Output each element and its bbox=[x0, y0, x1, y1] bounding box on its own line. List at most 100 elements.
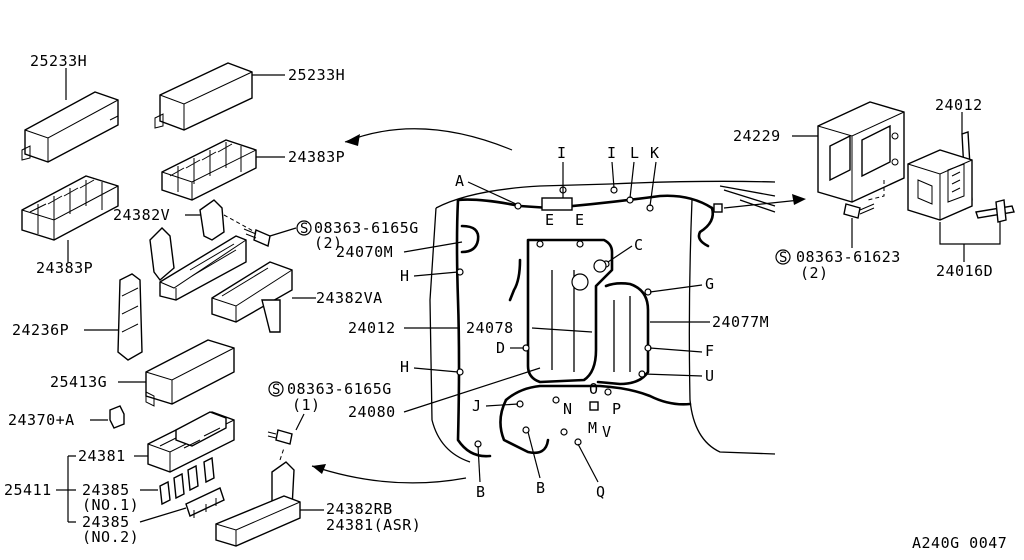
relay-block-left[interactable] bbox=[21, 175, 119, 241]
fuse-block-24381[interactable] bbox=[147, 411, 235, 473]
relay-25413g[interactable] bbox=[145, 339, 235, 407]
connector-n[interactable] bbox=[552, 396, 560, 404]
connector-label-u: U bbox=[705, 367, 715, 385]
screw-symbol-icon bbox=[775, 249, 791, 265]
part-label-25233h-right: 25233H bbox=[288, 66, 345, 84]
part-label-25413g: 25413G bbox=[50, 373, 107, 391]
part-label-24382v: 24382V bbox=[113, 206, 170, 224]
bolt-24016d[interactable] bbox=[975, 199, 1015, 223]
part-label-24381: 24381 bbox=[78, 447, 126, 465]
connector-m[interactable] bbox=[560, 428, 568, 436]
screw-qty-right: (2) bbox=[800, 264, 829, 282]
fuse-box-cover-right[interactable] bbox=[154, 62, 253, 131]
screw-symbol-icon bbox=[296, 220, 312, 236]
arrow-top bbox=[344, 128, 513, 151]
bracket-24229[interactable] bbox=[817, 101, 905, 203]
part-label-24385-no2: 24385 bbox=[82, 513, 130, 531]
fuse-bracket-24382rb[interactable] bbox=[215, 461, 301, 547]
screw-part-number-top: 08363-6165G bbox=[314, 219, 419, 237]
connector-o[interactable] bbox=[589, 401, 599, 411]
harness-small-branch bbox=[508, 258, 522, 302]
connector-label-p: P bbox=[612, 400, 622, 418]
part-label-24236p: 24236P bbox=[12, 321, 69, 339]
connector-label-b: B bbox=[476, 483, 486, 501]
part-label-24077m: 24077M bbox=[712, 313, 769, 331]
harness-24012-top bbox=[456, 194, 714, 210]
connector-label-j: J bbox=[472, 397, 482, 415]
arrow-head-bottom-icon bbox=[312, 464, 326, 474]
connector-label-e1: E bbox=[545, 211, 555, 229]
harness-24080 bbox=[504, 384, 692, 406]
screw-part-number-right: 08363-61623 bbox=[796, 248, 901, 266]
screw-08363-6165g-mid[interactable] bbox=[267, 429, 293, 445]
diagram-footer-code: A240G 0047 bbox=[912, 534, 1007, 552]
dash-outline-top bbox=[435, 180, 776, 209]
connector-label-n: N bbox=[563, 400, 573, 418]
part-label-24229: 24229 bbox=[733, 127, 781, 145]
connector-b2[interactable] bbox=[522, 426, 530, 434]
harness-24070m bbox=[460, 224, 480, 254]
connector-a[interactable] bbox=[514, 202, 522, 210]
control-module-24016d[interactable] bbox=[907, 149, 973, 221]
connector-label-g: G bbox=[705, 275, 715, 293]
part-label-24012-main: 24012 bbox=[348, 319, 396, 337]
connector-label-v: V bbox=[602, 423, 612, 441]
relay-bracket-24236p[interactable] bbox=[117, 273, 143, 361]
part-label-24016d: 24016D bbox=[936, 262, 993, 280]
connector-e1[interactable] bbox=[536, 240, 544, 248]
dash-outline-right bbox=[688, 199, 776, 455]
fuse-24370a[interactable] bbox=[109, 405, 125, 429]
screw-08363-6165g-top[interactable] bbox=[243, 228, 271, 247]
arrow-head-top-icon bbox=[345, 134, 360, 146]
part-label-25411: 25411 bbox=[4, 481, 52, 499]
harness-24077m bbox=[596, 282, 650, 386]
connector-label-h1: H bbox=[400, 267, 410, 285]
part-label-24080: 24080 bbox=[348, 403, 396, 421]
panel-round-connector bbox=[593, 259, 607, 273]
part-label-24383p-left: 24383P bbox=[36, 259, 93, 277]
screw-symbol-text: S bbox=[272, 382, 280, 398]
connector-label-a: A bbox=[455, 172, 465, 190]
fuse-box-bracket-24382va[interactable] bbox=[211, 261, 293, 333]
relay-block-right[interactable] bbox=[161, 139, 257, 201]
arrow-right bbox=[723, 199, 801, 209]
screw-symbol-icon bbox=[268, 381, 284, 397]
relay-24385-no2[interactable] bbox=[185, 487, 225, 518]
screw-08363-61623[interactable] bbox=[843, 203, 875, 219]
connector-label-k: K bbox=[650, 144, 660, 162]
screw-qty-mid: (1) bbox=[292, 396, 321, 414]
fuse-box-cover-left[interactable] bbox=[21, 91, 119, 163]
part-label-24383p-right: 24383P bbox=[288, 148, 345, 166]
part-note-24385-no2: (NO.2) bbox=[82, 528, 139, 546]
connector-label-o: O bbox=[589, 380, 599, 398]
harness-24078 bbox=[526, 238, 614, 384]
dash-leader-24229 bbox=[867, 180, 885, 201]
connector-label-f: F bbox=[705, 342, 715, 360]
harness-right-branch bbox=[697, 206, 715, 248]
connector-label-c: C bbox=[634, 236, 644, 254]
relay-24385-no1[interactable] bbox=[159, 456, 215, 506]
part-label-24370a: 24370+A bbox=[8, 411, 75, 429]
part-label-24385-no1: 24385 bbox=[82, 481, 130, 499]
connector-label-d: D bbox=[496, 339, 506, 357]
screw-symbol-text: S bbox=[779, 250, 787, 266]
screw-symbol-text: S bbox=[300, 221, 308, 237]
part-label-24078: 24078 bbox=[466, 319, 514, 337]
part-label-24382rb: 24382RB bbox=[326, 500, 393, 518]
connector-label-b2: B bbox=[536, 479, 546, 497]
fuse-box-bracket-24382v[interactable] bbox=[149, 199, 247, 301]
screw-qty-top: (2) bbox=[314, 234, 343, 252]
connector-p[interactable] bbox=[604, 388, 612, 396]
dash-outline-left bbox=[429, 207, 471, 463]
connector-e2[interactable] bbox=[576, 240, 584, 248]
harness-24012-trunk bbox=[455, 198, 492, 458]
connector-block-i[interactable] bbox=[541, 197, 573, 211]
connector-right-end[interactable] bbox=[713, 203, 723, 213]
part-label-24382va: 24382VA bbox=[316, 289, 383, 307]
part-label-24070m: 24070M bbox=[336, 243, 393, 261]
connector-label-l: L bbox=[630, 144, 640, 162]
connector-label-e2: E bbox=[575, 211, 585, 229]
arrow-bottom bbox=[311, 465, 467, 484]
arrow-head-right-icon bbox=[792, 194, 806, 205]
